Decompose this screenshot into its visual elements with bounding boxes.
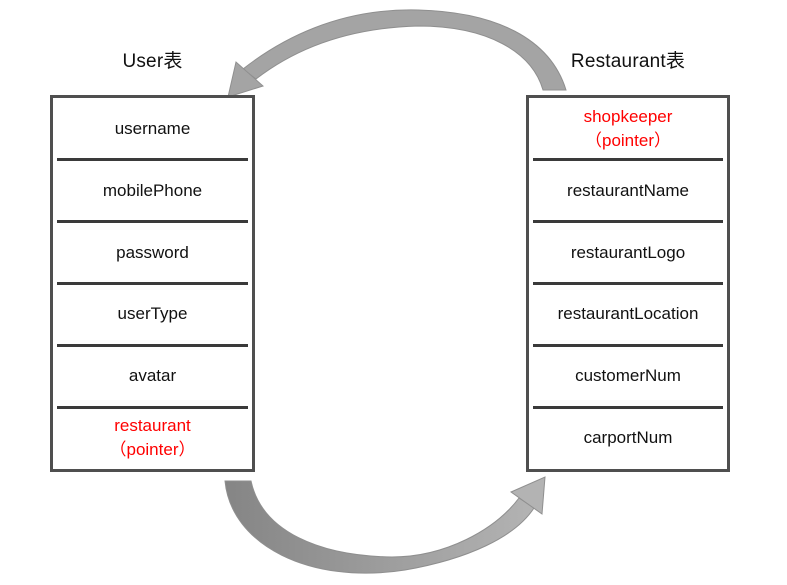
- table-row: restaurantName: [529, 160, 727, 223]
- table-row: avatar: [53, 345, 252, 409]
- arrow-band: [224, 480, 535, 574]
- user-table: username mobilePhone password userType a…: [50, 95, 255, 472]
- table-row: restaurantLocation: [529, 283, 727, 347]
- table-row: carportNum: [529, 407, 727, 469]
- user-table-title: User表: [122, 51, 183, 72]
- field-label: mobilePhone: [102, 180, 203, 200]
- field-label: customerNum: [575, 366, 681, 386]
- table-row: password: [53, 222, 252, 285]
- field-sublabel: （pointer）: [585, 130, 671, 150]
- field-label: username: [114, 118, 191, 138]
- field-label: avatar: [128, 366, 177, 386]
- table-row: username: [53, 98, 252, 162]
- table-row: mobilePhone: [53, 160, 252, 223]
- restaurant-table: shopkeeper （pointer） restaurantName rest…: [526, 95, 730, 472]
- field-label: carportNum: [583, 428, 673, 448]
- arrow-band: [242, 9, 567, 91]
- field-label: restaurantLogo: [570, 242, 686, 262]
- field-label: restaurantName: [567, 180, 689, 200]
- field-label: shopkeeper: [583, 106, 673, 126]
- field-label: restaurantLocation: [557, 304, 699, 324]
- table-row-pointer: restaurant （pointer）: [53, 407, 252, 469]
- arrow-head: [509, 476, 546, 515]
- table-row-pointer: shopkeeper （pointer）: [529, 98, 727, 162]
- curved-arrow-bottom: [224, 476, 546, 574]
- table-row: userType: [53, 283, 252, 347]
- field-label: restaurant: [114, 416, 191, 436]
- field-label: password: [116, 242, 189, 262]
- restaurant-table-title: Restaurant表: [570, 51, 686, 72]
- field-sublabel: （pointer）: [109, 440, 196, 460]
- curved-arrow-top: [227, 9, 567, 98]
- table-row: customerNum: [529, 345, 727, 409]
- arrow-head: [227, 61, 264, 98]
- table-row: restaurantLogo: [529, 222, 727, 285]
- field-label: userType: [117, 304, 188, 324]
